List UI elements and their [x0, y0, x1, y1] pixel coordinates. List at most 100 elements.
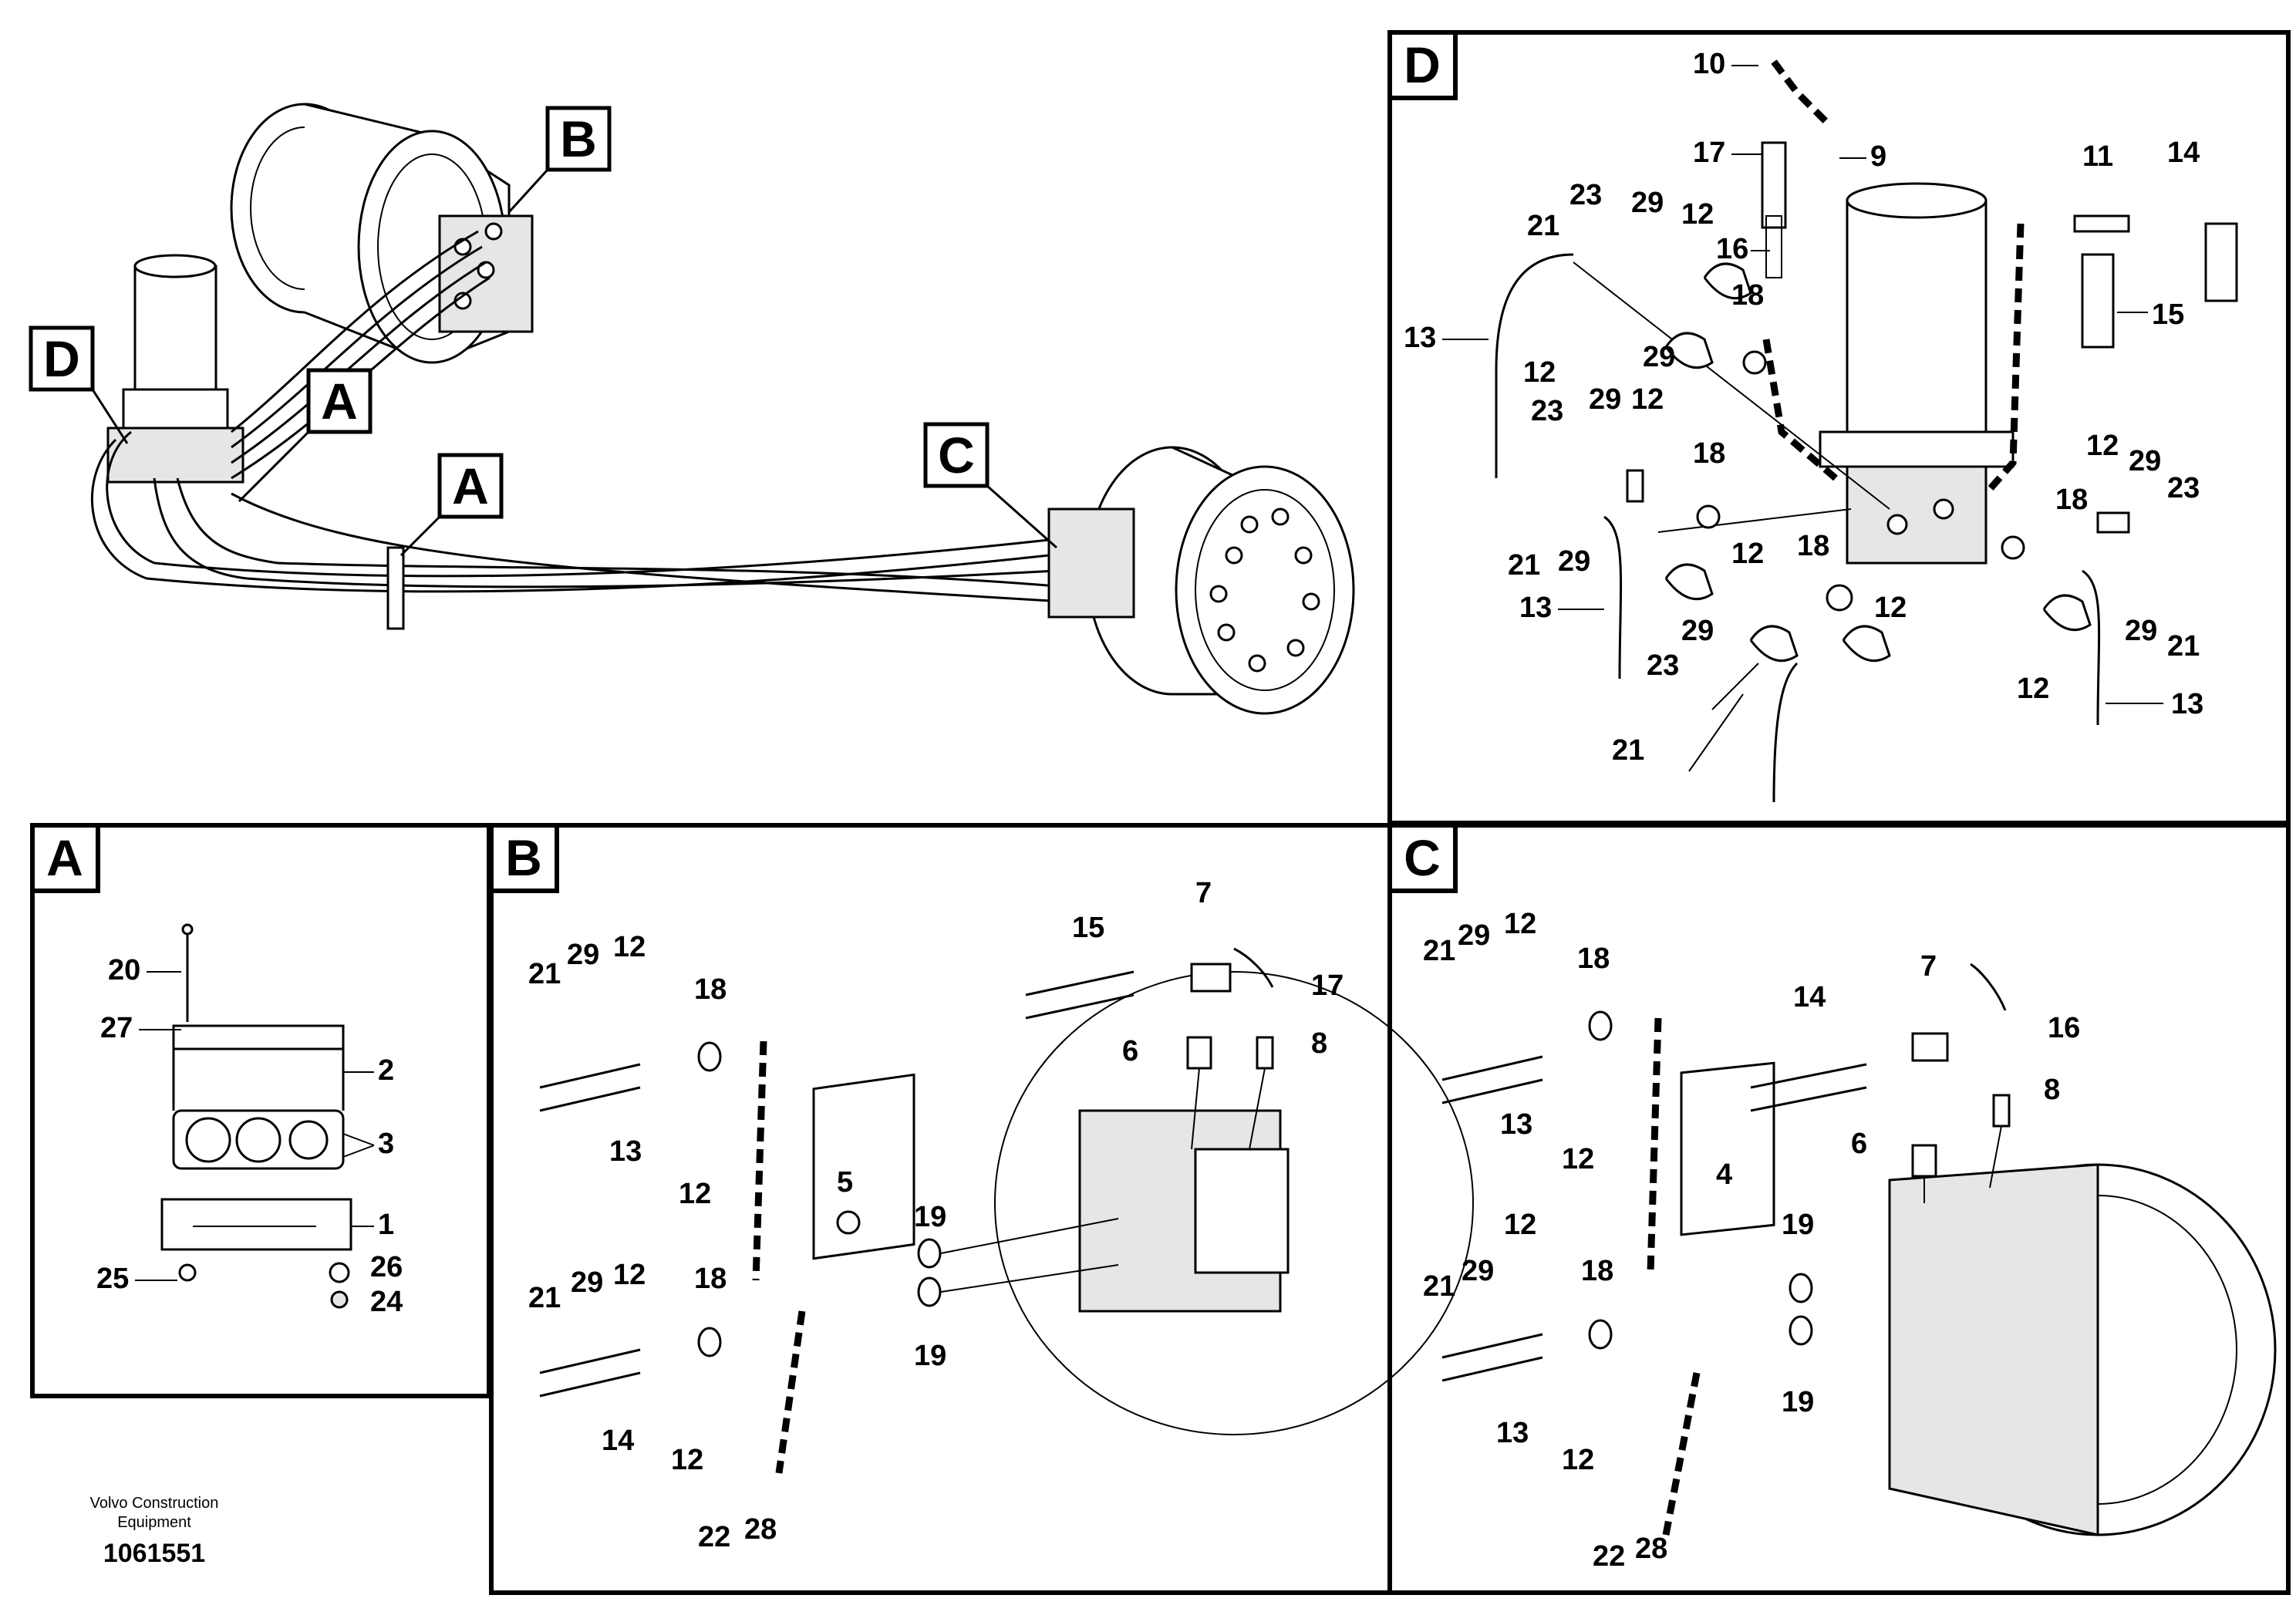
callout-a-24: 24	[370, 1286, 403, 1318]
panel-a: A 20 27 2 3 1 25 26 24	[30, 823, 491, 1398]
callout-c-12d: 12	[1562, 1444, 1594, 1476]
callout-d-9: 9	[1870, 140, 1886, 173]
callout-c-28: 28	[1635, 1533, 1667, 1565]
svg-text:B: B	[505, 829, 542, 886]
callout-c-16: 16	[2048, 1012, 2080, 1044]
callout-d-15: 15	[2152, 298, 2184, 331]
callout-d-13c: 13	[2171, 688, 2203, 720]
callout-d-12c: 12	[1631, 383, 1664, 416]
callout-b-19: 19	[914, 1201, 946, 1233]
callout-c-18: 18	[1577, 943, 1610, 975]
overview-label-c[interactable]: C	[923, 422, 1057, 549]
svg-text:D: D	[1404, 36, 1441, 93]
callout-c-12c: 12	[1504, 1209, 1536, 1241]
callout-d-21d: 21	[2167, 630, 2200, 663]
callout-c-22: 22	[1593, 1540, 1625, 1573]
callout-d-12f: 12	[2086, 430, 2119, 462]
callout-d-29e: 29	[1681, 615, 1714, 647]
callout-d-14: 14	[2167, 137, 2200, 169]
panel-d: D	[1387, 30, 2291, 825]
callout-d-23d: 23	[2167, 472, 2200, 504]
callout-b-29: 29	[567, 939, 599, 971]
overview-label-b[interactable]: B	[507, 106, 612, 214]
callout-c-14: 14	[1793, 981, 1826, 1013]
callout-d-23: 23	[1569, 179, 1602, 211]
callout-c-29: 29	[1458, 919, 1490, 952]
callout-c-21: 21	[1423, 935, 1455, 967]
callout-a-2: 2	[378, 1054, 394, 1087]
callout-d-11: 11	[2082, 140, 2113, 173]
svg-text:C: C	[1404, 829, 1441, 886]
callout-d-12g: 12	[2017, 673, 2049, 705]
svg-text:A: A	[321, 373, 358, 430]
panel-d-callouts: 10 17 9 16 23 29 12 21 18 13 12 29 23 29…	[1404, 48, 2203, 767]
callout-d-21c: 21	[1612, 734, 1644, 767]
panel-a-label: A	[30, 823, 100, 893]
callout-c-13b: 13	[1496, 1417, 1529, 1449]
callout-b-7: 7	[1195, 877, 1212, 909]
callout-d-23b: 23	[1531, 395, 1563, 427]
callout-b-12: 12	[613, 931, 646, 963]
callout-d-29g: 29	[2125, 615, 2157, 647]
panel-b-label: B	[489, 823, 559, 893]
callout-b-21b: 21	[528, 1282, 561, 1314]
callout-b-6: 6	[1122, 1035, 1138, 1067]
callout-b-12c: 12	[613, 1259, 646, 1291]
callout-a-3: 3	[378, 1128, 394, 1160]
footer: Volvo Construction Equipment 1061551	[90, 1495, 219, 1568]
footer-line1: Volvo Construction	[90, 1495, 219, 1512]
callout-d-18b: 18	[1693, 437, 1725, 470]
callout-c-6: 6	[1851, 1128, 1867, 1160]
callout-d-21: 21	[1527, 210, 1559, 242]
callout-b-18: 18	[694, 973, 727, 1006]
panel-c: C 21 29 12 18 13 12 21	[1387, 823, 2291, 1595]
callout-c-29b: 29	[1462, 1255, 1494, 1287]
callout-d-29c: 29	[1589, 383, 1621, 416]
callout-c-12b: 12	[1562, 1143, 1594, 1175]
svg-text:C: C	[938, 427, 975, 484]
callout-a-20: 20	[108, 954, 140, 986]
panel-c-label: C	[1387, 823, 1458, 893]
callout-d-29b: 29	[1643, 341, 1675, 373]
callout-d-18: 18	[1731, 279, 1764, 312]
callout-b-18b: 18	[694, 1263, 727, 1295]
callout-b-28: 28	[744, 1513, 777, 1546]
overview-label-d[interactable]: D	[29, 325, 129, 444]
footer-line2: Equipment	[117, 1514, 191, 1531]
callout-d-29: 29	[1631, 187, 1664, 219]
callout-d-18d: 18	[2055, 484, 2088, 516]
callout-d-21b: 21	[1508, 549, 1540, 582]
callout-d-29f: 29	[2129, 445, 2161, 477]
callout-c-13: 13	[1500, 1108, 1532, 1141]
panel-a-callouts: 20 27 2 3 1 25 26 24	[96, 954, 403, 1318]
callout-c-19b: 19	[1782, 1386, 1814, 1418]
center-joint	[106, 254, 244, 484]
svg-text:A: A	[452, 457, 489, 514]
callout-d-12d: 12	[1731, 538, 1764, 570]
callout-b-8: 8	[1311, 1027, 1327, 1060]
callout-d-12e: 12	[1874, 592, 1907, 624]
callout-b-17: 17	[1311, 969, 1344, 1002]
callout-c-8: 8	[2044, 1074, 2060, 1106]
callout-d-17: 17	[1693, 137, 1725, 169]
callout-d-13b: 13	[1519, 592, 1552, 624]
callout-d-10: 10	[1693, 48, 1725, 80]
callout-a-1: 1	[378, 1209, 394, 1241]
callout-d-16: 16	[1716, 233, 1748, 265]
hose-clamp	[386, 546, 405, 630]
callout-b-5: 5	[837, 1166, 853, 1199]
hose-bundle	[90, 230, 1065, 630]
callout-b-12d: 12	[671, 1444, 703, 1476]
overview-label-a1[interactable]: A	[238, 368, 373, 503]
callout-c-19: 19	[1782, 1209, 1814, 1241]
callout-b-15: 15	[1072, 912, 1104, 944]
callout-b-21: 21	[528, 958, 561, 990]
callout-d-13: 13	[1404, 322, 1436, 354]
svg-text:B: B	[560, 110, 597, 167]
overview-label-a2[interactable]: A	[400, 453, 504, 557]
panel-b-callouts: 21 29 12 18 13 12 21 29 12 18 14 12 5 19…	[528, 877, 1344, 1553]
overview-illustration: B D A A C	[29, 103, 1355, 715]
svg-text:A: A	[46, 829, 83, 886]
callout-c-7: 7	[1920, 950, 1937, 983]
svg-text:D: D	[43, 330, 80, 387]
